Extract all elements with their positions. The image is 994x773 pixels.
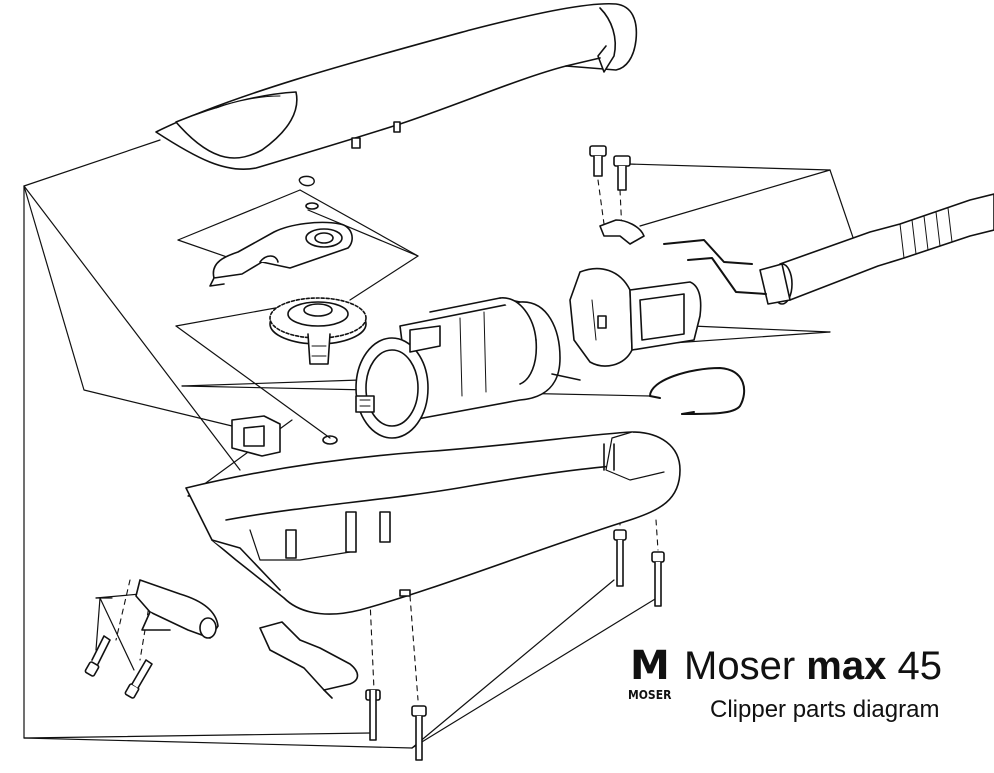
blade-latch-assembly [135,579,219,639]
title-block: M MOSER Moser max 45 Clipper parts diagr… [624,642,990,762]
logo-mark: M [630,643,670,689]
lower-housing [185,431,681,615]
connection-wire [649,367,746,415]
logo-wordmark: MOSER [628,688,672,702]
screws-upper-right [589,145,631,191]
cam-lever [209,221,353,287]
drive-gear [269,297,367,365]
diagram-subtitle: Clipper parts diagram [710,696,940,723]
retaining-ring-top [298,175,315,187]
model-number: 45 [897,644,942,688]
cord-lead-wires [663,239,767,295]
model-name: max [806,644,887,688]
moser-logo: M MOSER [626,646,682,704]
washer-lower [322,435,338,445]
power-cord [759,193,994,305]
bracket-clip [599,219,645,245]
switch-module [569,267,702,367]
insulator-block [231,415,281,457]
washer-small [305,202,319,210]
brand-name: Moser [684,644,796,688]
screws-lower [84,529,665,761]
motor [355,297,581,439]
lever-piece [259,621,359,699]
diagram-title: Moser max 45 [684,644,942,688]
top-cover [155,2,638,170]
